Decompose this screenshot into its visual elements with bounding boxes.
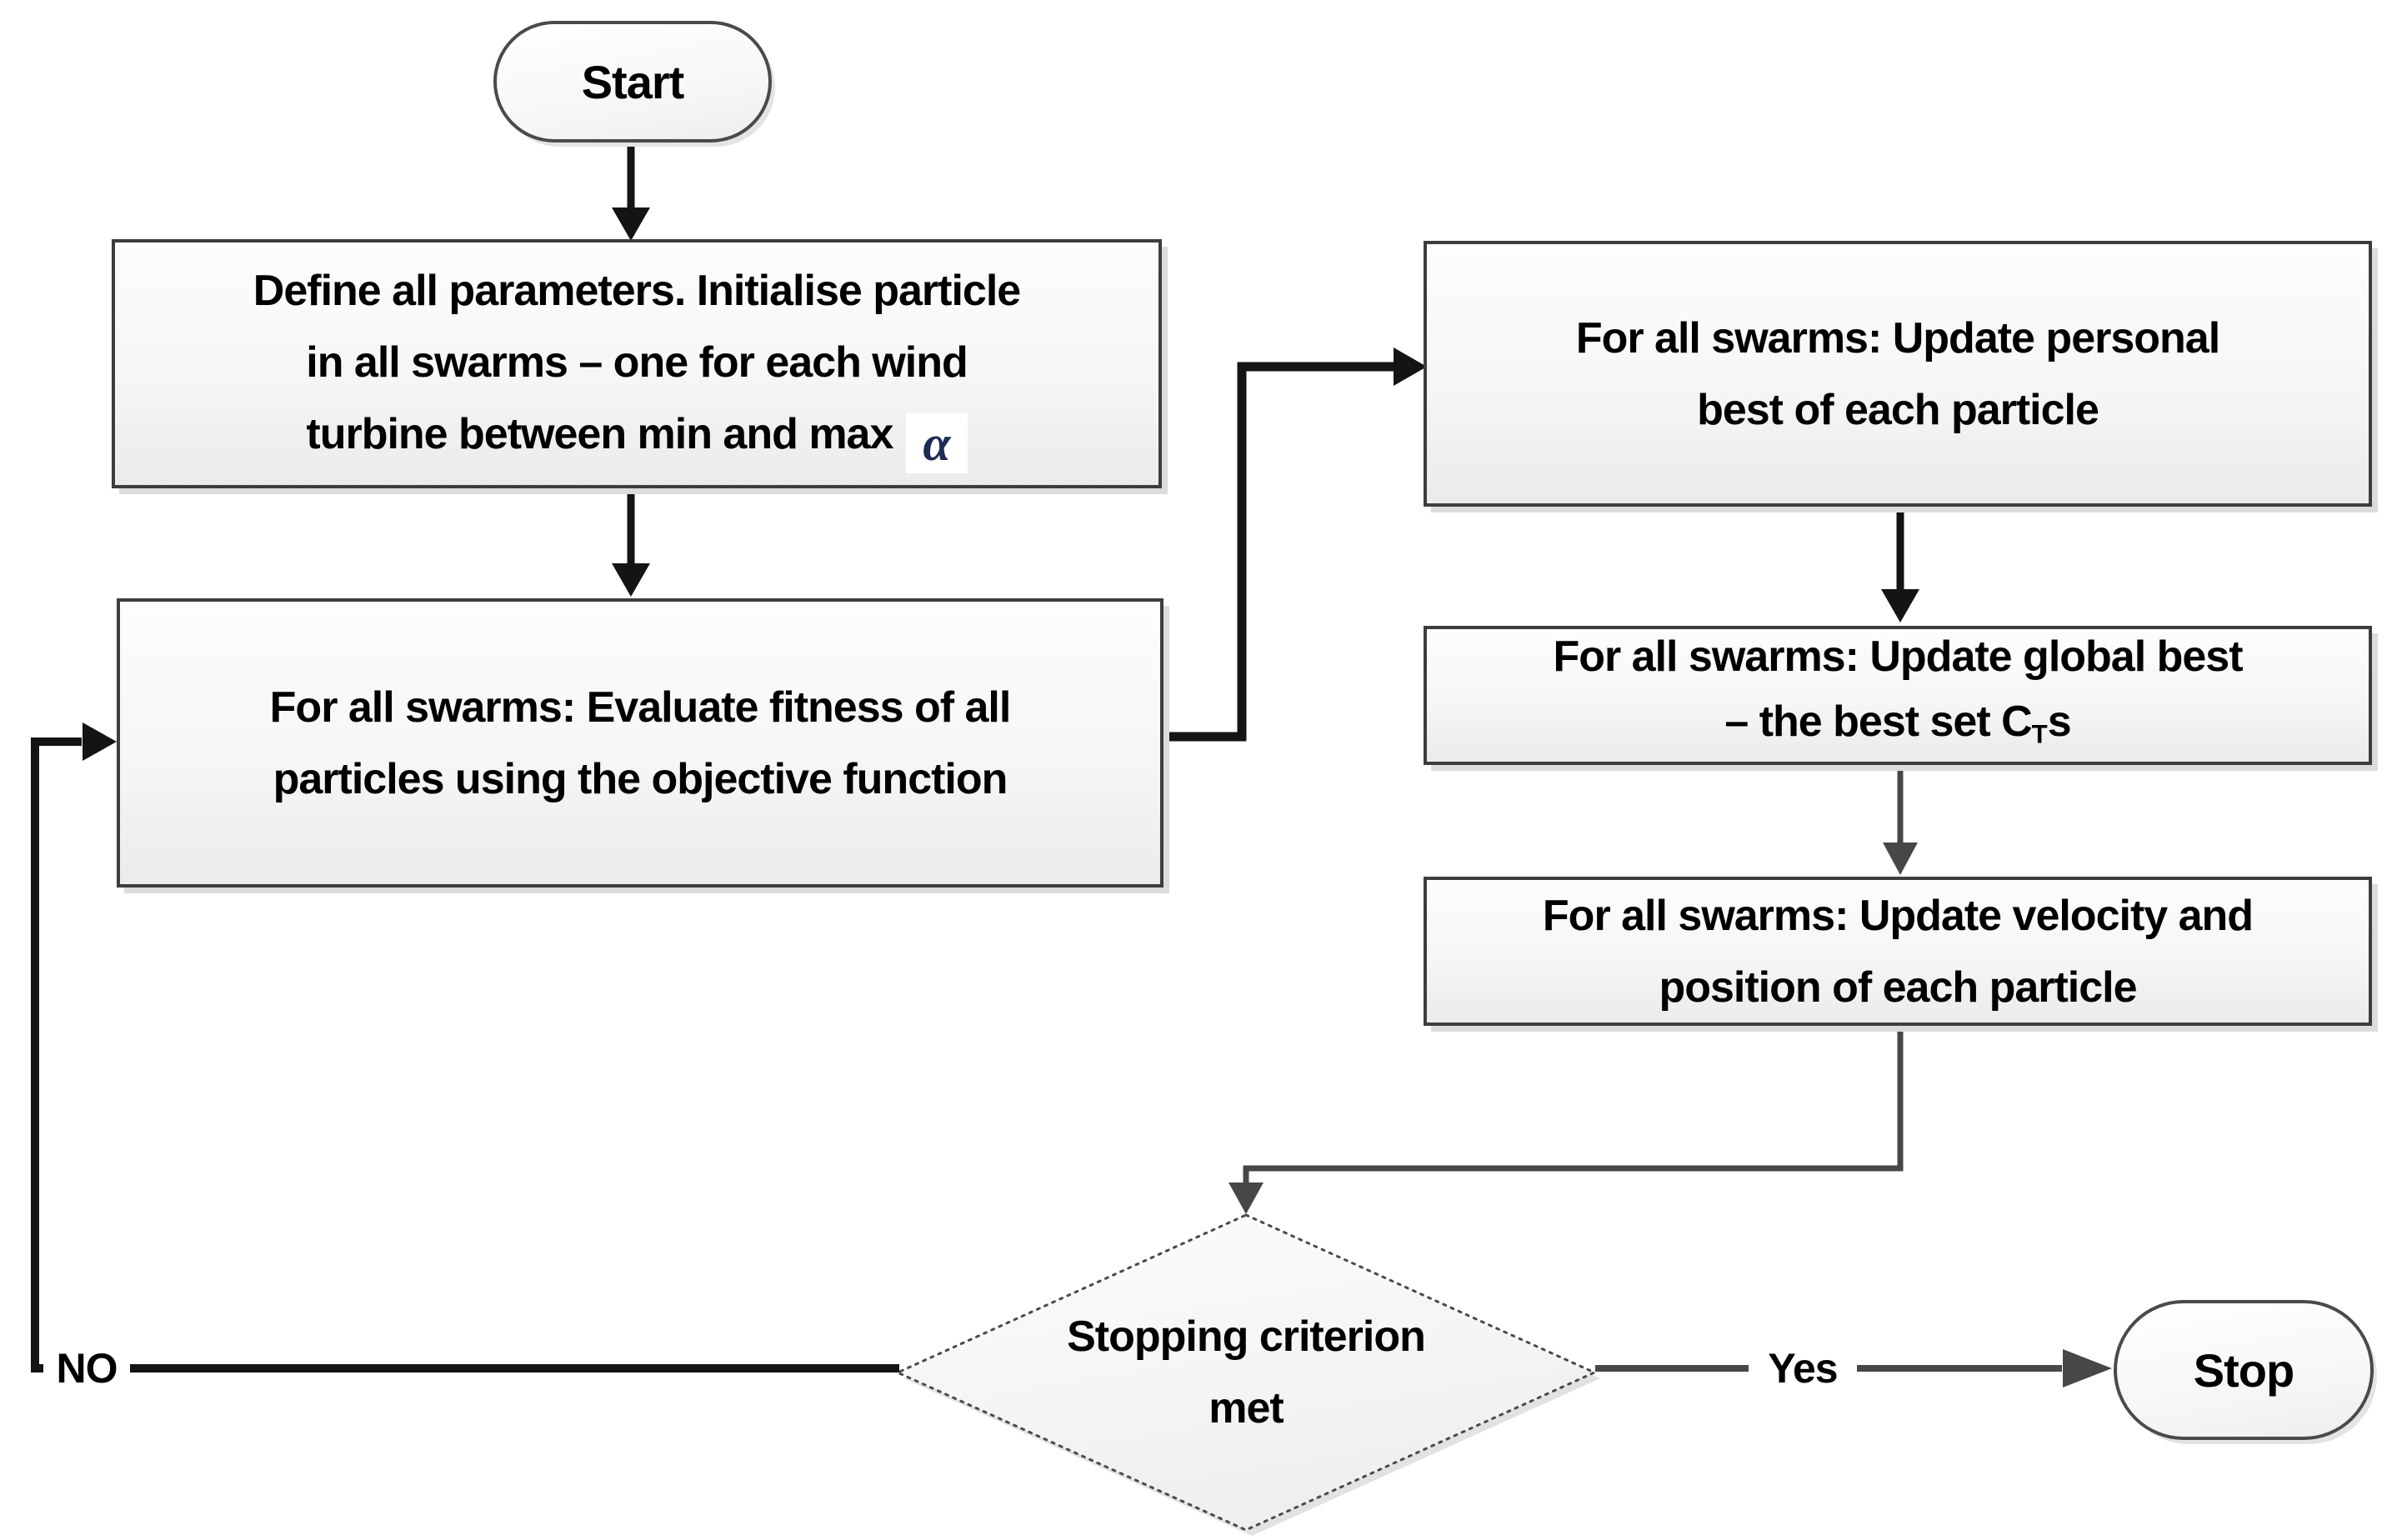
alpha-symbol: α bbox=[906, 412, 968, 473]
arrowhead-evaluate-to-personal-best bbox=[1394, 348, 1427, 386]
decision-diamond bbox=[894, 1213, 1598, 1532]
arrowhead-velocity-to-decision bbox=[1229, 1182, 1264, 1214]
process-update-personal-best: For all swarms: Update personal best of … bbox=[1424, 241, 2372, 507]
arrowhead-global-best-to-velocity bbox=[1883, 842, 1918, 875]
decision-stopping-criterion: Stopping criterion met bbox=[946, 1268, 1546, 1477]
edge-velocity-to-decision bbox=[1243, 1020, 1904, 1184]
process-text-line: position of each particle bbox=[1659, 962, 2137, 1012]
start-label: Start bbox=[581, 55, 685, 108]
stop-label: Stop bbox=[2193, 1343, 2294, 1397]
process-text-fragment: turbine between min and max bbox=[306, 409, 893, 458]
process-text-line: For all swarms: Update velocity and bbox=[1542, 891, 2254, 940]
process-update-velocity-position: For all swarms: Update velocity and posi… bbox=[1424, 877, 2372, 1026]
process-text-line: best of each particle bbox=[1697, 385, 2099, 434]
process-update-global-best: For all swarms: Update global best – the… bbox=[1424, 626, 2372, 765]
process-text-line: – the best set CTs bbox=[1724, 689, 2072, 768]
arrowhead-no-loop-to-evaluate bbox=[83, 722, 117, 761]
process-text-line: For all swarms: Evaluate fitness of all bbox=[269, 682, 1012, 732]
no-edge-label: NO bbox=[43, 1341, 130, 1396]
stop-terminal: Stop bbox=[2114, 1300, 2374, 1440]
decision-text-line: met bbox=[1209, 1384, 1284, 1432]
start-terminal: Start bbox=[493, 21, 772, 142]
process-text-line: For all swarms: Update personal bbox=[1575, 313, 2220, 362]
process-text-line: in all swarms – one for each wind bbox=[306, 338, 968, 387]
edge-decision-no-loop bbox=[31, 738, 899, 1372]
process-text-line: particles using the objective function bbox=[273, 754, 1008, 803]
arrowhead-start-to-init bbox=[612, 208, 650, 241]
process-text-line: Define all parameters. Initialise partic… bbox=[253, 266, 1021, 315]
arrowhead-init-to-evaluate bbox=[612, 563, 650, 597]
decision-text-line: Stopping criterion bbox=[1067, 1312, 1426, 1361]
process-initialise-parameters: Define all parameters. Initialise partic… bbox=[112, 239, 1162, 488]
process-text-fragment: s bbox=[2047, 697, 2072, 746]
process-text-fragment: – the best set C bbox=[1724, 697, 2032, 746]
edge-evaluate-to-personal-best bbox=[1157, 362, 1395, 742]
arrowhead-personal-best-to-global-best bbox=[1881, 589, 1919, 622]
process-text-line: turbine between min and max α bbox=[306, 398, 968, 473]
subscript-T: T bbox=[2031, 719, 2048, 749]
arrowhead-yes-to-stop bbox=[2063, 1349, 2112, 1388]
yes-edge-label: Yes bbox=[1749, 1341, 1857, 1396]
process-evaluate-fitness: For all swarms: Evaluate fitness of all … bbox=[117, 598, 1163, 888]
process-text-line: For all swarms: Update global best bbox=[1553, 632, 2243, 681]
